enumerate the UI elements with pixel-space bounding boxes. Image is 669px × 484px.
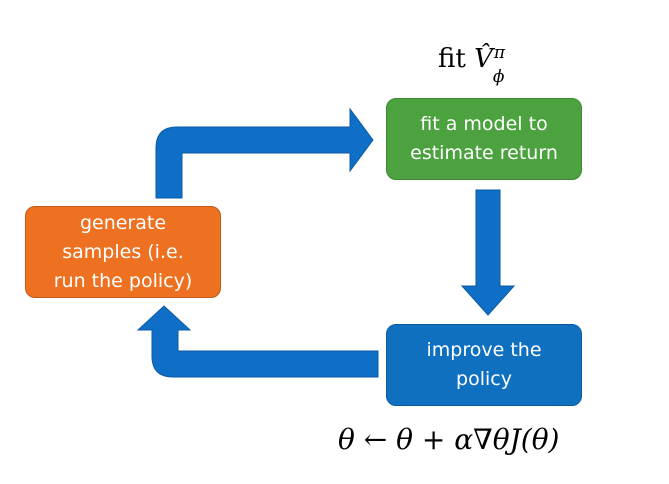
arrow-improve-to-generate	[136, 305, 379, 378]
node-improve-policy: improve the policy	[386, 324, 582, 406]
value-function-symbol: V̂	[474, 44, 493, 74]
arrow-generate-to-fit	[155, 107, 374, 199]
fit-prefix: fit	[438, 44, 466, 74]
update-rule-annotation: θ ← θ + α∇θJ(θ)	[338, 423, 560, 456]
phi-subscript: ϕ	[492, 67, 505, 87]
arrow-fit-to-improve	[460, 189, 516, 316]
node-fit-model: fit a model to estimate return	[386, 98, 582, 180]
policy-superscript: π	[493, 43, 506, 63]
node-generate-samples: generate samples (i.e. run the policy)	[25, 206, 221, 298]
